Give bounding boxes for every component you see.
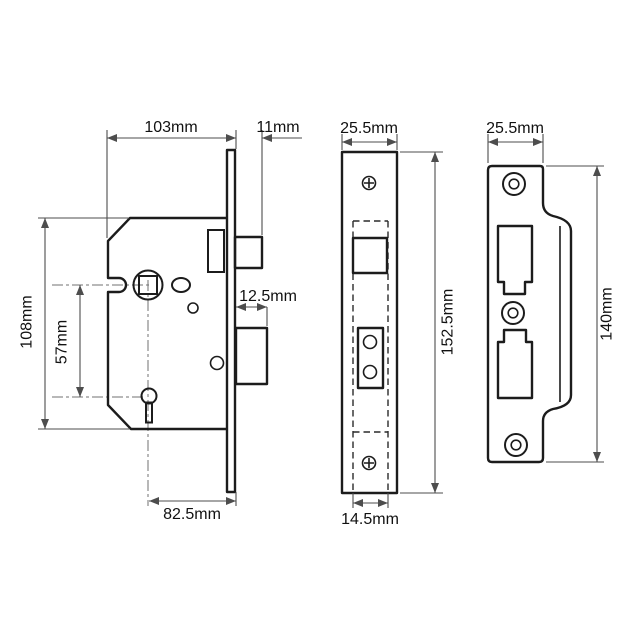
- screw-head-circle: [361, 175, 377, 191]
- screw-hole-bottom: [504, 433, 528, 457]
- dim-label-case-width: 14.5mm: [341, 511, 399, 528]
- dimension-strike-width: 25.5mm: [486, 120, 544, 163]
- screw-hole-middle: [501, 301, 525, 325]
- pin-hole-small: [187, 302, 199, 314]
- forend-plate: [340, 150, 399, 495]
- screw-hole-outer: [501, 301, 525, 325]
- dimension-case-depth: 103mm: [106, 119, 237, 238]
- dim-label-case-depth: 103mm: [144, 119, 197, 136]
- dimension-case-width: 14.5mm: [341, 493, 399, 528]
- dim-label-backset: 82.5mm: [163, 506, 221, 523]
- dim-label-forend-width: 25.5mm: [340, 120, 398, 137]
- lock-case-view: 103mm 11mm 12.5mm 108mm 57mm 82.5mm: [19, 119, 302, 523]
- case-outline: [106, 216, 227, 431]
- deadbolt-strike-cutout: [496, 328, 534, 400]
- screw-hole-outer: [504, 433, 528, 457]
- dimension-forend-height: 152.5mm: [400, 151, 457, 494]
- dimension-follower-to-keyhole: 57mm: [54, 285, 84, 397]
- latchbolt-head: [233, 235, 264, 270]
- screw-cross-icon: [364, 458, 374, 468]
- screw-hole-outer: [502, 172, 526, 196]
- dim-label-latch-projection: 11mm: [256, 119, 299, 136]
- dim-label-strike-width: 25.5mm: [486, 120, 544, 137]
- dim-label-follower-to-keyhole: 57mm: [54, 320, 71, 364]
- dimension-latch-projection: 11mm: [256, 119, 302, 235]
- forend-view: 25.5mm 152.5mm 14.5mm: [340, 120, 456, 528]
- strike-plate-view: 25.5mm 140mm: [486, 120, 616, 464]
- latch-strike-cutout: [496, 224, 534, 296]
- deadbolt-head: [234, 326, 269, 386]
- latchbolt-tail: [207, 229, 225, 273]
- dimension-case-height: 108mm: [19, 217, 130, 430]
- screw-hole-inner: [510, 439, 522, 451]
- latchbolt-face: [351, 236, 389, 275]
- follower-circle: [132, 269, 164, 301]
- dimension-deadbolt-throw: 12.5mm: [236, 288, 297, 326]
- screw-head-circle: [361, 455, 377, 471]
- screw-bottom: [361, 455, 377, 471]
- forend-side-profile: [225, 148, 237, 494]
- screw-top: [361, 175, 377, 191]
- keyhole: [140, 387, 158, 424]
- deadbolt-face: [356, 326, 385, 390]
- dimension-forend-width: 25.5mm: [340, 120, 398, 150]
- keyhole-slot: [145, 401, 153, 424]
- dimension-backset: 82.5mm: [149, 492, 237, 523]
- dim-label-case-height: 108mm: [19, 295, 36, 348]
- deadbolt-pin-top: [362, 334, 378, 350]
- strike-plate-outline: [486, 164, 573, 464]
- screw-hole-inner: [507, 307, 519, 319]
- spindle-square-hole: [138, 275, 158, 295]
- screw-hole-top: [502, 172, 526, 196]
- pin-hole: [209, 355, 225, 371]
- dim-label-deadbolt-throw: 12.5mm: [239, 288, 297, 305]
- dim-label-strike-height: 140mm: [599, 287, 616, 340]
- keyhole-circle: [140, 387, 158, 405]
- oval-hole: [171, 277, 191, 293]
- dimension-strike-height: 140mm: [546, 165, 616, 463]
- deadbolt-face-plate: [356, 326, 385, 390]
- screw-cross-icon: [364, 178, 374, 188]
- dim-label-forend-height: 152.5mm: [440, 289, 457, 356]
- screw-hole-inner: [508, 178, 520, 190]
- deadbolt-pin-bottom: [362, 364, 378, 380]
